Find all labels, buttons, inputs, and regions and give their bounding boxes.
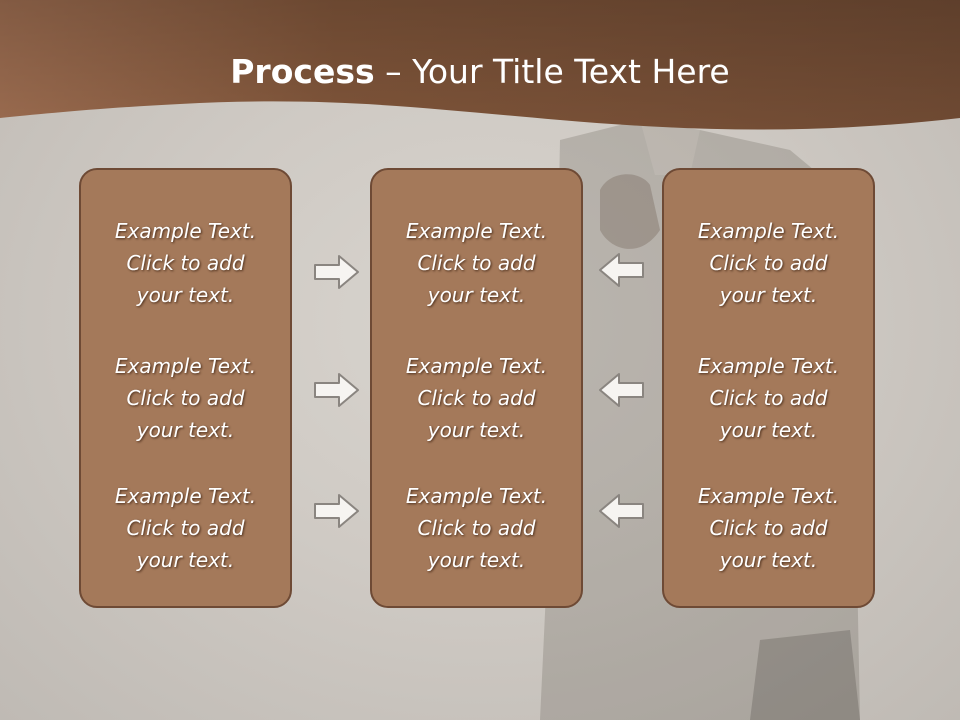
- process-box-center[interactable]: Example Text. Click to add your text. Ex…: [370, 168, 583, 608]
- right-arrow-icon: [314, 255, 359, 289]
- left-arrow-icon: [599, 494, 644, 528]
- process-box-right[interactable]: Example Text. Click to add your text. Ex…: [662, 168, 875, 608]
- box-text[interactable]: Example Text. Click to add your text.: [114, 354, 257, 442]
- right-arrow-icon: [314, 494, 359, 528]
- box-text[interactable]: Example Text. Click to add your text.: [697, 354, 840, 442]
- box-text[interactable]: Example Text. Click to add your text.: [114, 484, 257, 572]
- left-arrow-icon: [599, 253, 644, 287]
- title-rest: – Your Title Text Here: [374, 52, 730, 91]
- process-box-left[interactable]: Example Text. Click to add your text. Ex…: [79, 168, 292, 608]
- title-bold: Process: [230, 52, 375, 91]
- box-text[interactable]: Example Text. Click to add your text.: [114, 219, 257, 307]
- slide-title[interactable]: Process – Your Title Text Here: [0, 52, 960, 91]
- box-text[interactable]: Example Text. Click to add your text.: [405, 484, 548, 572]
- box-text[interactable]: Example Text. Click to add your text.: [697, 219, 840, 307]
- box-text[interactable]: Example Text. Click to add your text.: [405, 354, 548, 442]
- left-arrow-icon: [599, 373, 644, 407]
- box-text[interactable]: Example Text. Click to add your text.: [697, 484, 840, 572]
- box-text[interactable]: Example Text. Click to add your text.: [405, 219, 548, 307]
- header-band: [0, 0, 960, 130]
- right-arrow-icon: [314, 373, 359, 407]
